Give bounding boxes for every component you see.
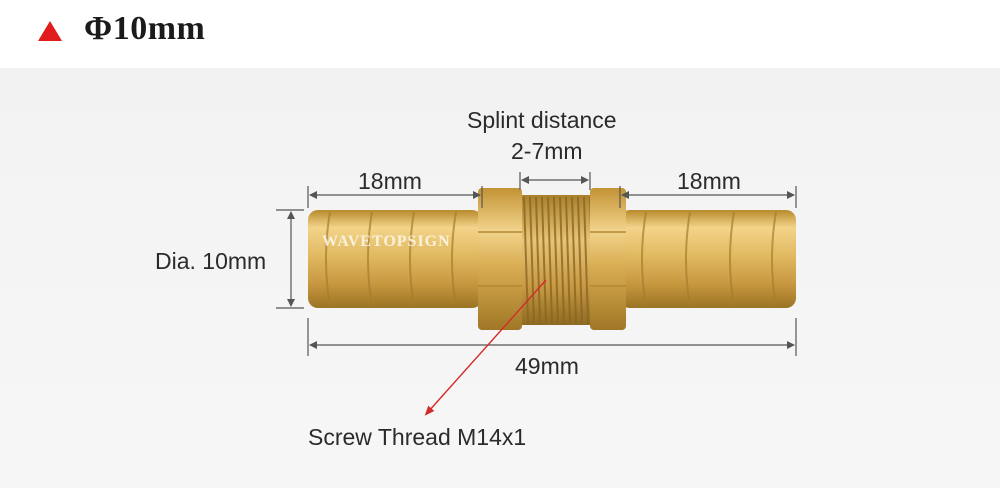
splint-distance-label: Splint distance — [467, 107, 617, 133]
thread-label: Screw Thread M14x1 — [308, 424, 527, 450]
left-length-label: 18mm — [358, 168, 422, 194]
right-length-label: 18mm — [677, 168, 741, 194]
right-barb — [620, 210, 796, 308]
thread-ridge — [577, 196, 583, 324]
dimension-lines — [276, 172, 797, 356]
watermark-text: WAVETOPSIGN — [322, 233, 451, 250]
right-hex-nut — [590, 188, 626, 330]
thread-ridge — [583, 196, 589, 324]
page-title: Φ10mm — [84, 10, 206, 47]
red-triangle-icon — [38, 21, 62, 41]
left-barb — [308, 210, 482, 308]
thread-ridge — [547, 196, 553, 324]
total-length-label: 49mm — [515, 353, 579, 379]
diameter-label: Dia. 10mm — [155, 248, 267, 274]
thread-pointer — [424, 279, 547, 416]
thread-ridge — [553, 196, 559, 324]
thread-ridge — [541, 196, 547, 324]
thread-ridge — [535, 196, 541, 324]
thread-ridge — [529, 196, 535, 324]
thread-ridge — [523, 196, 529, 324]
header-bar: Φ10mm — [0, 0, 1000, 68]
thread-ridge — [571, 196, 577, 324]
left-hex-nut — [478, 188, 522, 330]
thread-ridge — [565, 196, 571, 324]
screw-thread — [520, 195, 595, 325]
splint-distance-value: 2-7mm — [511, 138, 583, 164]
thread-ridge — [559, 196, 565, 324]
